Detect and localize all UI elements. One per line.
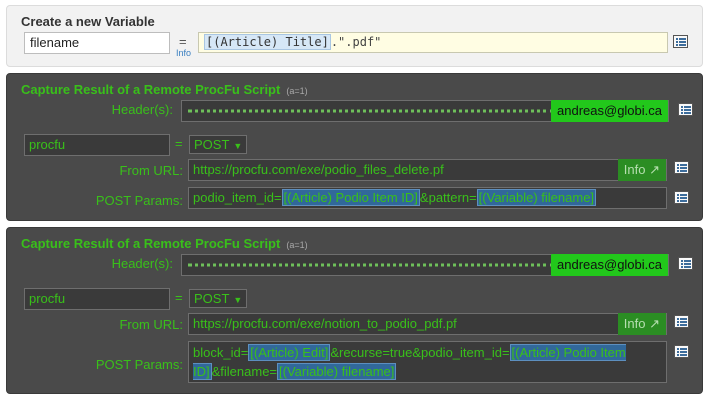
param-token[interactable]: [(Variable) filename]	[277, 363, 397, 380]
panel-title: Capture Result of a Remote ProcFu Script…	[21, 236, 308, 251]
url-input[interactable]: https://procfu.com/exe/podio_files_delet…	[188, 159, 667, 181]
token-menu-icon[interactable]	[678, 103, 693, 116]
post-params-label: POST Params:	[95, 357, 183, 372]
equals-sign: =	[179, 34, 187, 49]
method-value: POST	[194, 291, 230, 306]
post-params-label: POST Params:	[95, 193, 183, 208]
panel-title: Capture Result of a Remote ProcFu Script…	[21, 82, 308, 97]
token-menu-icon[interactable]	[674, 315, 689, 328]
variable-name-input[interactable]: filename	[24, 32, 170, 54]
masked-header-value	[188, 109, 554, 113]
masked-header-value	[188, 263, 554, 267]
chevron-down-icon: ▼	[233, 295, 243, 305]
url-value: https://procfu.com/exe/notion_to_podio_p…	[193, 316, 457, 331]
procfu-script-panel-2: Capture Result of a Remote ProcFu Script…	[6, 227, 703, 394]
header-input[interactable]: andreas@globi.ca	[181, 100, 669, 122]
expression-input[interactable]: [(Article) Title].".pdf"	[198, 32, 668, 53]
header-user-button[interactable]: andreas@globi.ca	[551, 254, 668, 276]
url-value: https://procfu.com/exe/podio_files_delet…	[193, 162, 444, 177]
create-variable-panel: Create a new Variable filename = Info [(…	[6, 5, 703, 67]
token-menu-icon[interactable]	[674, 161, 689, 174]
panel-subtitle: (a=1)	[286, 240, 308, 250]
token-menu-icon[interactable]	[673, 35, 688, 48]
info-button[interactable]: Info ↗	[617, 313, 666, 335]
equals-sign: =	[175, 290, 183, 305]
url-input[interactable]: https://procfu.com/exe/notion_to_podio_p…	[188, 313, 667, 335]
param-text: &pattern=	[419, 190, 477, 205]
method-select[interactable]: POST▼	[189, 289, 248, 308]
param-text: &filename=	[211, 364, 278, 379]
panel-subtitle: (a=1)	[286, 86, 308, 96]
from-url-label: From URL:	[119, 317, 183, 332]
post-params-input[interactable]: podio_item_id=[(Article) Podio Item ID]&…	[188, 187, 667, 209]
token-menu-icon[interactable]	[678, 257, 693, 270]
result-variable-input[interactable]: procfu	[24, 288, 170, 310]
post-params-input[interactable]: block_id=[(Article) Edit]&recurse=true&p…	[188, 341, 667, 383]
result-variable-input[interactable]: procfu	[24, 134, 170, 156]
param-text: &recurse=true&podio_item_id=	[330, 345, 510, 360]
header-label: Header(s):	[111, 256, 173, 271]
token-menu-icon[interactable]	[674, 191, 689, 204]
panel-title-text: Capture Result of a Remote ProcFu Script	[21, 236, 281, 251]
procfu-script-panel-1: Capture Result of a Remote ProcFu Script…	[6, 73, 703, 221]
param-token[interactable]: [(Variable) filename]	[476, 189, 597, 206]
token-menu-icon[interactable]	[674, 345, 689, 358]
param-token[interactable]: [(Article) Edit]	[248, 344, 331, 361]
expression-suffix: .".pdf"	[330, 35, 382, 49]
param-text: podio_item_id=	[193, 190, 282, 205]
panel-title: Create a new Variable	[21, 14, 155, 29]
header-input[interactable]: andreas@globi.ca	[181, 254, 669, 276]
from-url-label: From URL:	[119, 163, 183, 178]
info-link[interactable]: Info	[176, 48, 192, 58]
method-value: POST	[194, 137, 230, 152]
expression-token[interactable]: [(Article) Title]	[204, 34, 331, 50]
chevron-down-icon: ▼	[233, 141, 243, 151]
equals-sign: =	[175, 136, 183, 151]
param-token[interactable]: [(Article) Podio Item ID]	[281, 189, 420, 206]
header-user-button[interactable]: andreas@globi.ca	[551, 100, 668, 122]
info-button[interactable]: Info ↗	[617, 159, 666, 181]
header-label: Header(s):	[111, 102, 173, 117]
param-text: block_id=	[193, 345, 249, 360]
panel-title-text: Capture Result of a Remote ProcFu Script	[21, 82, 281, 97]
method-select[interactable]: POST▼	[189, 135, 248, 154]
